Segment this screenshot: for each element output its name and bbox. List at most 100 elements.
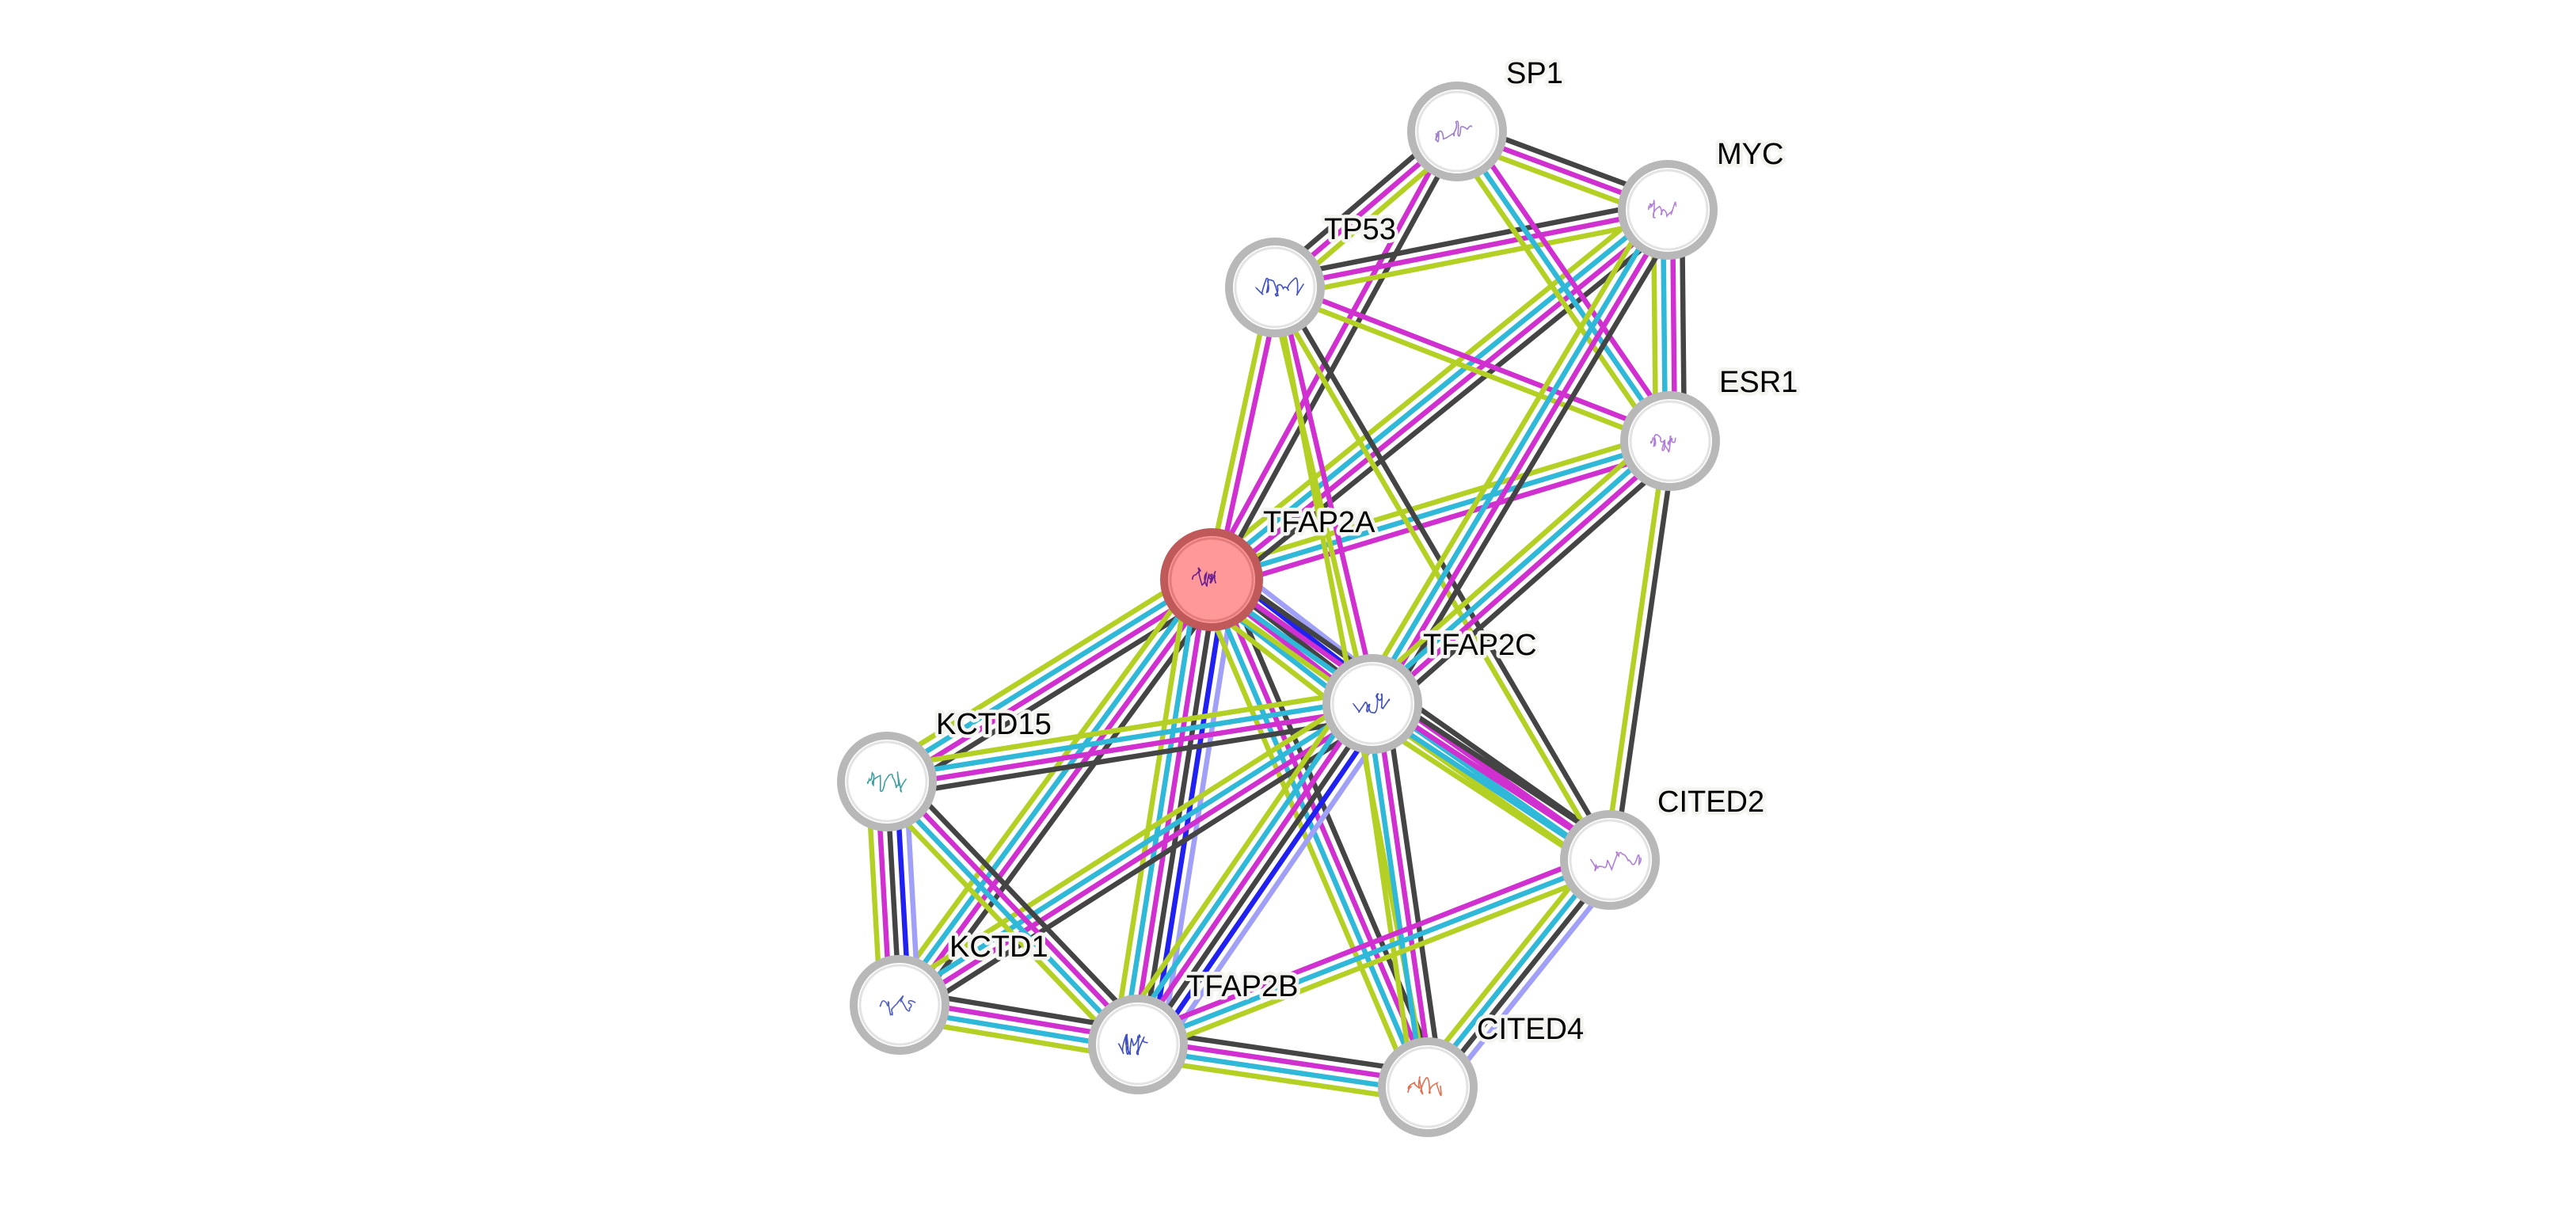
node-inner-shadow	[1169, 537, 1254, 622]
node-circle[interactable]	[1322, 654, 1422, 754]
node-circle[interactable]	[837, 732, 937, 831]
node-label-sp1: SP1	[1506, 57, 1563, 90]
evidence-line-textmining	[1208, 429, 1669, 573]
evidence-line-coexpression	[1213, 132, 1464, 584]
node-kctd1[interactable]	[850, 955, 949, 1055]
evidence-line-databases	[885, 696, 1372, 780]
evidence-line-experiments	[1275, 280, 1673, 439]
evidence-line-experiments	[900, 706, 1376, 1011]
node-inner-shadow	[1569, 819, 1651, 901]
evidence-line-experiments	[1213, 576, 1435, 1086]
evidence-line-textmining	[1116, 689, 1355, 1033]
protein-structure-icon	[879, 995, 916, 1016]
edge-esr1-cited2[interactable]	[1602, 439, 1678, 862]
node-inner-shadow	[1387, 1046, 1469, 1128]
node-circle[interactable]	[1618, 160, 1718, 260]
node-kctd15[interactable]	[837, 732, 937, 831]
protein-structure-icon	[866, 771, 907, 793]
evidence-line-coexpression	[1383, 701, 1445, 1086]
evidence-line-databases	[1455, 130, 1672, 443]
evidence-line-textmining	[1200, 196, 1661, 571]
node-inner-shadow	[1629, 400, 1711, 482]
evidence-line-textmining	[1272, 289, 1670, 448]
edge-sp1-esr1[interactable]	[1447, 124, 1680, 448]
node-label-cited4: CITED4	[1477, 1013, 1584, 1046]
evidence-line-textmining	[1447, 135, 1665, 448]
node-tfap2a[interactable]	[1160, 528, 1263, 631]
node-label-cited2: CITED2	[1657, 786, 1764, 819]
node-inner-shadow	[858, 964, 941, 1046]
evidence-line-textmining	[1112, 575, 1191, 1041]
node-circle[interactable]	[1378, 1037, 1478, 1137]
evidence-line-textmining	[1357, 201, 1658, 698]
evidence-line-experiments	[1274, 207, 1669, 291]
edge-tp53-esr1[interactable]	[1272, 280, 1673, 448]
evidence-line-textmining	[874, 789, 1130, 1056]
evidence-line-databases	[1367, 436, 1669, 702]
node-circle[interactable]	[850, 955, 949, 1055]
evidence-line-databases	[896, 698, 1372, 1003]
node-tp53[interactable]	[1225, 238, 1325, 337]
protein-structure-icon	[1589, 851, 1642, 872]
node-circle[interactable]	[1560, 810, 1660, 910]
evidence-line-experiments	[1132, 699, 1371, 1044]
evidence-line-databases	[1121, 576, 1200, 1043]
evidence-line-databases	[893, 575, 1210, 1004]
node-esr1[interactable]	[1620, 391, 1720, 491]
edge-tfap2a-kctd1[interactable]	[885, 569, 1226, 1015]
evidence-line-experiments	[888, 581, 1216, 788]
edge-tfap2c-kctd1[interactable]	[890, 690, 1382, 1019]
evidence-line-coexpression	[892, 589, 1221, 797]
evidence-line-experiments	[1133, 848, 1608, 1038]
edge-tfap2a-sp1[interactable]	[1204, 127, 1464, 584]
edge-tfap2a-esr1[interactable]	[1208, 429, 1674, 592]
evidence-line-textmining	[1360, 428, 1663, 695]
protein-structure-icon	[1647, 199, 1677, 219]
edge-esr1-tfap2c[interactable]	[1360, 428, 1682, 717]
evidence-line-experiments	[901, 580, 1218, 1010]
node-circle[interactable]	[1407, 82, 1507, 181]
node-sp1[interactable]	[1407, 82, 1507, 181]
evidence-line-gene-fusion	[1436, 867, 1623, 1098]
edge-tfap2a-myc[interactable]	[1200, 196, 1679, 593]
edge-tfap2c-cited4[interactable]	[1355, 701, 1445, 1090]
node-label-tfap2c: TFAP2C	[1423, 629, 1537, 662]
evidence-line-textmining	[1135, 1056, 1426, 1105]
evidence-line-databases	[1366, 206, 1666, 703]
protein-structure-icon	[1352, 693, 1391, 713]
node-label-kctd15: KCTD15	[936, 708, 1052, 741]
node-myc[interactable]	[1618, 160, 1718, 260]
node-tfap2b[interactable]	[1088, 995, 1188, 1094]
evidence-line-databases	[881, 782, 1137, 1050]
evidence-line-databases	[883, 573, 1211, 780]
node-cited2[interactable]	[1560, 810, 1660, 910]
edge-tfap2b-cited2[interactable]	[1133, 848, 1615, 1056]
edge-tfap2a-kctd15[interactable]	[877, 565, 1221, 797]
evidence-line-databases	[1364, 704, 1426, 1089]
edge-tp53-myc[interactable]	[1273, 198, 1670, 299]
evidence-line-experiments	[1374, 211, 1674, 708]
node-cited4[interactable]	[1378, 1037, 1478, 1137]
protein-structure-icon	[1407, 1076, 1442, 1097]
node-circle[interactable]	[1225, 238, 1325, 337]
edge-tfap2c-kctd15[interactable]	[884, 687, 1376, 798]
protein-structure-icon	[1117, 1033, 1148, 1056]
evidence-line-experiments	[1374, 702, 1436, 1087]
evidence-line-experiments	[887, 706, 1374, 789]
evidence-line-experiments	[1212, 211, 1672, 586]
evidence-line-coexpression	[1219, 219, 1679, 593]
node-inner-shadow	[1234, 246, 1316, 329]
evidence-line-textmining	[1140, 866, 1615, 1056]
evidence-line-textmining	[885, 569, 1203, 999]
labels-layer: TFAP2ASP1MYCTP53ESR1TFAP2CKCTD15CITED2KC…	[933, 54, 1802, 1050]
evidence-line-coexpression	[888, 715, 1376, 798]
evidence-line-experiments	[1373, 443, 1676, 710]
edge-tfap2c-tfap2b[interactable]	[1116, 689, 1395, 1060]
node-label-tfap2a: TFAP2A	[1263, 506, 1376, 539]
evidence-line-experiments	[1277, 285, 1380, 704]
node-tfap2c[interactable]	[1322, 654, 1422, 754]
edge-tfap2a-tfap2b[interactable]	[1112, 575, 1238, 1049]
evidence-line-experiments	[1204, 127, 1455, 579]
edge-kctd15-tfap2b[interactable]	[874, 770, 1151, 1056]
